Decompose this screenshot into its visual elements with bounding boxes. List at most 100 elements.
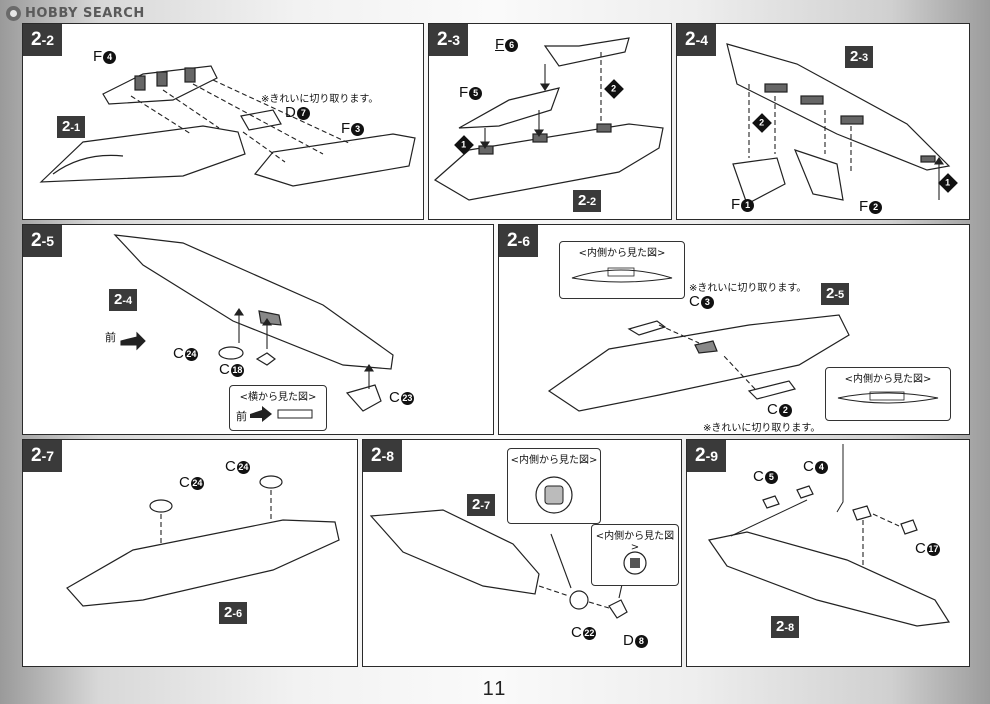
assembly-drawing <box>547 314 850 412</box>
ref-step-2-2: 2-2 <box>573 190 602 212</box>
part-c23 <box>345 384 382 412</box>
hull-part-2-7 <box>369 509 540 595</box>
part-c24-right <box>259 475 283 489</box>
part-f5 <box>458 87 560 129</box>
front-direction-label: 前 <box>105 331 116 344</box>
inside-view-callout: <内側から見た図> <box>507 448 601 524</box>
cut-clean-note: ※きれいに切り取ります。 <box>261 94 379 105</box>
step-number: 2-2 <box>23 24 63 56</box>
inside-view-title: <内側から見た図> <box>510 455 598 466</box>
part-c17-mount <box>852 505 872 521</box>
ref-step-2-7: 2-7 <box>467 494 496 516</box>
front-direction-label: 前 <box>236 410 247 423</box>
step-number: 2-6 <box>499 225 539 257</box>
cut-clean-note: ※きれいに切り取ります。 <box>689 283 807 294</box>
hull-part-2-1 <box>39 125 246 183</box>
inside-view-drawing <box>535 476 573 514</box>
ref-step-2-6: 2-6 <box>219 602 248 624</box>
hull-part-2-5 <box>547 314 850 412</box>
inside-view-title: <内側から見た図> <box>595 531 675 553</box>
part-f2 <box>793 149 844 201</box>
ref-step-2-8: 2-8 <box>771 616 800 638</box>
step-number: 2-3 <box>429 24 469 56</box>
watermark-text: HOBBY SEARCH <box>25 5 145 21</box>
assembly-drawing <box>433 37 664 201</box>
hull-part-2-3 <box>726 43 951 171</box>
inside-view-title: <内側から見た図> <box>844 374 932 385</box>
ref-step-2-3: 2-3 <box>845 46 874 68</box>
side-view-drawing <box>250 406 313 422</box>
part-d8 <box>608 599 628 619</box>
hull-part-2-4 <box>113 234 394 370</box>
side-view-title: <横から見た図> <box>239 392 317 403</box>
part-c5 <box>762 495 780 509</box>
part-f6 <box>543 37 630 67</box>
assembly-drawing <box>726 43 951 205</box>
ref-step-2-4: 2-4 <box>109 289 138 311</box>
part-c18 <box>255 352 276 366</box>
hull-part-f3 <box>253 133 416 187</box>
step-number: 2-7 <box>23 440 63 472</box>
hull-part-2-6 <box>66 519 340 607</box>
step-number: 2-9 <box>687 440 727 472</box>
assembly-drawing <box>39 65 416 187</box>
assembly-drawing <box>369 509 628 619</box>
assembly-drawing <box>66 475 340 607</box>
part-f1 <box>732 157 786 205</box>
page-number: 11 <box>482 678 508 700</box>
step-number: 2-8 <box>363 440 403 472</box>
part-c4 <box>796 485 814 499</box>
part-c22 <box>569 590 589 610</box>
inside-view-drawing <box>571 267 673 283</box>
part-c24-left <box>149 499 173 513</box>
hull-part-2-8 <box>707 531 951 627</box>
cut-clean-note: ※きれいに切り取ります。 <box>703 423 821 434</box>
side-view-callout: <横から見た図> 前 <box>229 385 327 431</box>
ref-step-2-5: 2-5 <box>821 283 850 305</box>
part-c24 <box>218 346 244 360</box>
part-c17 <box>900 519 918 535</box>
hull-part-2-2 <box>433 123 664 201</box>
inside-view-drawing <box>837 391 939 404</box>
inside-view-callout: <内側から見た図> <box>591 524 679 586</box>
step-number: 2-5 <box>23 225 63 257</box>
step-number: 2-4 <box>677 24 717 56</box>
part-c3 <box>627 320 667 336</box>
assembly-drawing <box>707 444 951 627</box>
inside-view-title: <内側から見た図> <box>578 248 666 259</box>
assembly-drawing <box>113 234 394 412</box>
logo-mark-icon <box>6 5 21 21</box>
inside-view-callout: <内側から見た図> <box>825 367 951 421</box>
ref-step-2-1: 2-1 <box>57 116 86 138</box>
part-c2 <box>747 380 797 400</box>
watermark: HOBBY SEARCH <box>6 4 145 22</box>
inside-view-drawing <box>623 551 647 575</box>
